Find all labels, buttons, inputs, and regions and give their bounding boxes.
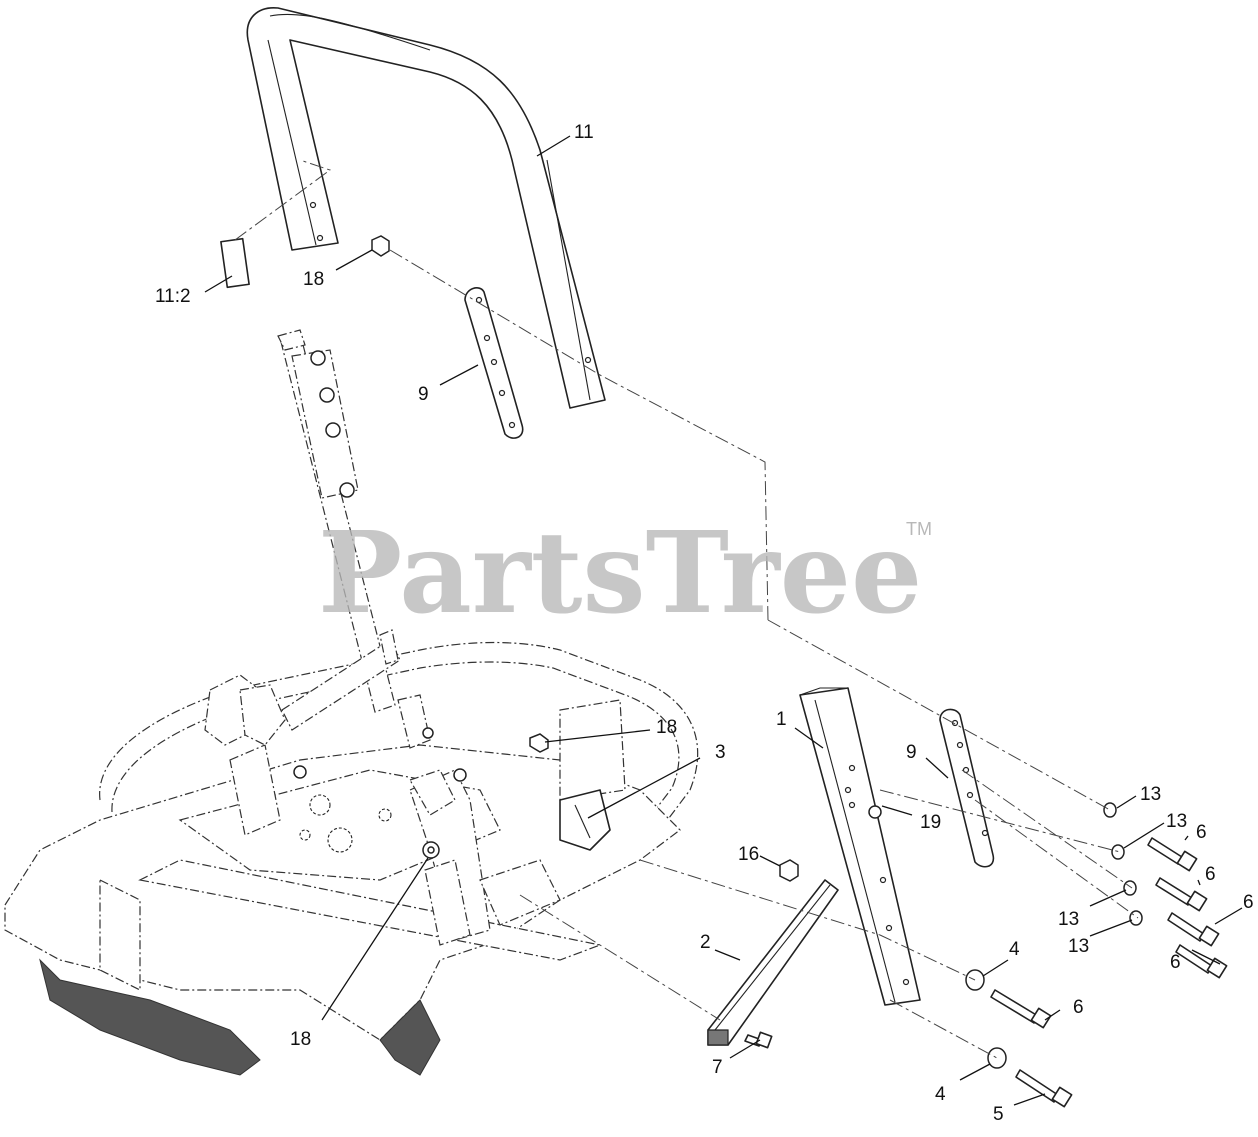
left-upright-phantom [277,329,401,731]
callout-11-2: 11:2 [155,286,191,307]
callout-6-a: 6 [1196,822,1207,843]
callout-3: 3 [715,742,726,763]
callout-16: 16 [738,844,759,865]
watermark-trademark: TM [906,519,932,539]
callout-18-mid: 18 [656,717,677,738]
callout-11: 11 [574,122,594,143]
callout-13-c: 13 [1058,909,1079,930]
callout-6-d: 6 [1170,952,1181,973]
callout-18-top: 18 [303,269,324,290]
watermark-text: PartsTree [318,508,922,639]
callout-2: 2 [700,932,711,953]
callouts: 11 11:2 18 9 18 3 1 19 9 13 13 6 6 13 6 … [155,122,1254,1125]
brace-tube-part [707,879,839,1046]
callout-13-a: 13 [1140,784,1161,805]
callout-6-e: 6 [1073,997,1084,1018]
callout-9-lower: 9 [906,742,917,763]
bracket-part [559,789,611,851]
callout-4-a: 4 [1009,939,1020,960]
callout-4-b: 4 [935,1084,946,1105]
callout-6-b: 6 [1205,864,1216,885]
hardware [371,235,1228,1108]
plate-upper-part [464,287,524,439]
callout-13-d: 13 [1068,936,1089,957]
callout-18-bottom: 18 [290,1029,311,1050]
callout-5: 5 [993,1104,1004,1125]
leader-lines [204,135,1243,1106]
callout-19: 19 [920,812,941,833]
callout-6-c: 6 [1243,892,1254,913]
rops-hoop [246,7,606,409]
assembly-lines [389,249,1139,1059]
callout-1: 1 [776,709,787,730]
watermark: PartsTree TM [318,508,932,639]
callout-7: 7 [712,1057,723,1078]
upright-tube-part [799,687,921,1006]
decal-part [220,237,250,289]
callout-9-upper: 9 [418,384,429,405]
plate-lower-part [939,708,995,868]
callout-13-b: 13 [1166,811,1187,832]
mower-frame-phantom [4,641,699,1076]
